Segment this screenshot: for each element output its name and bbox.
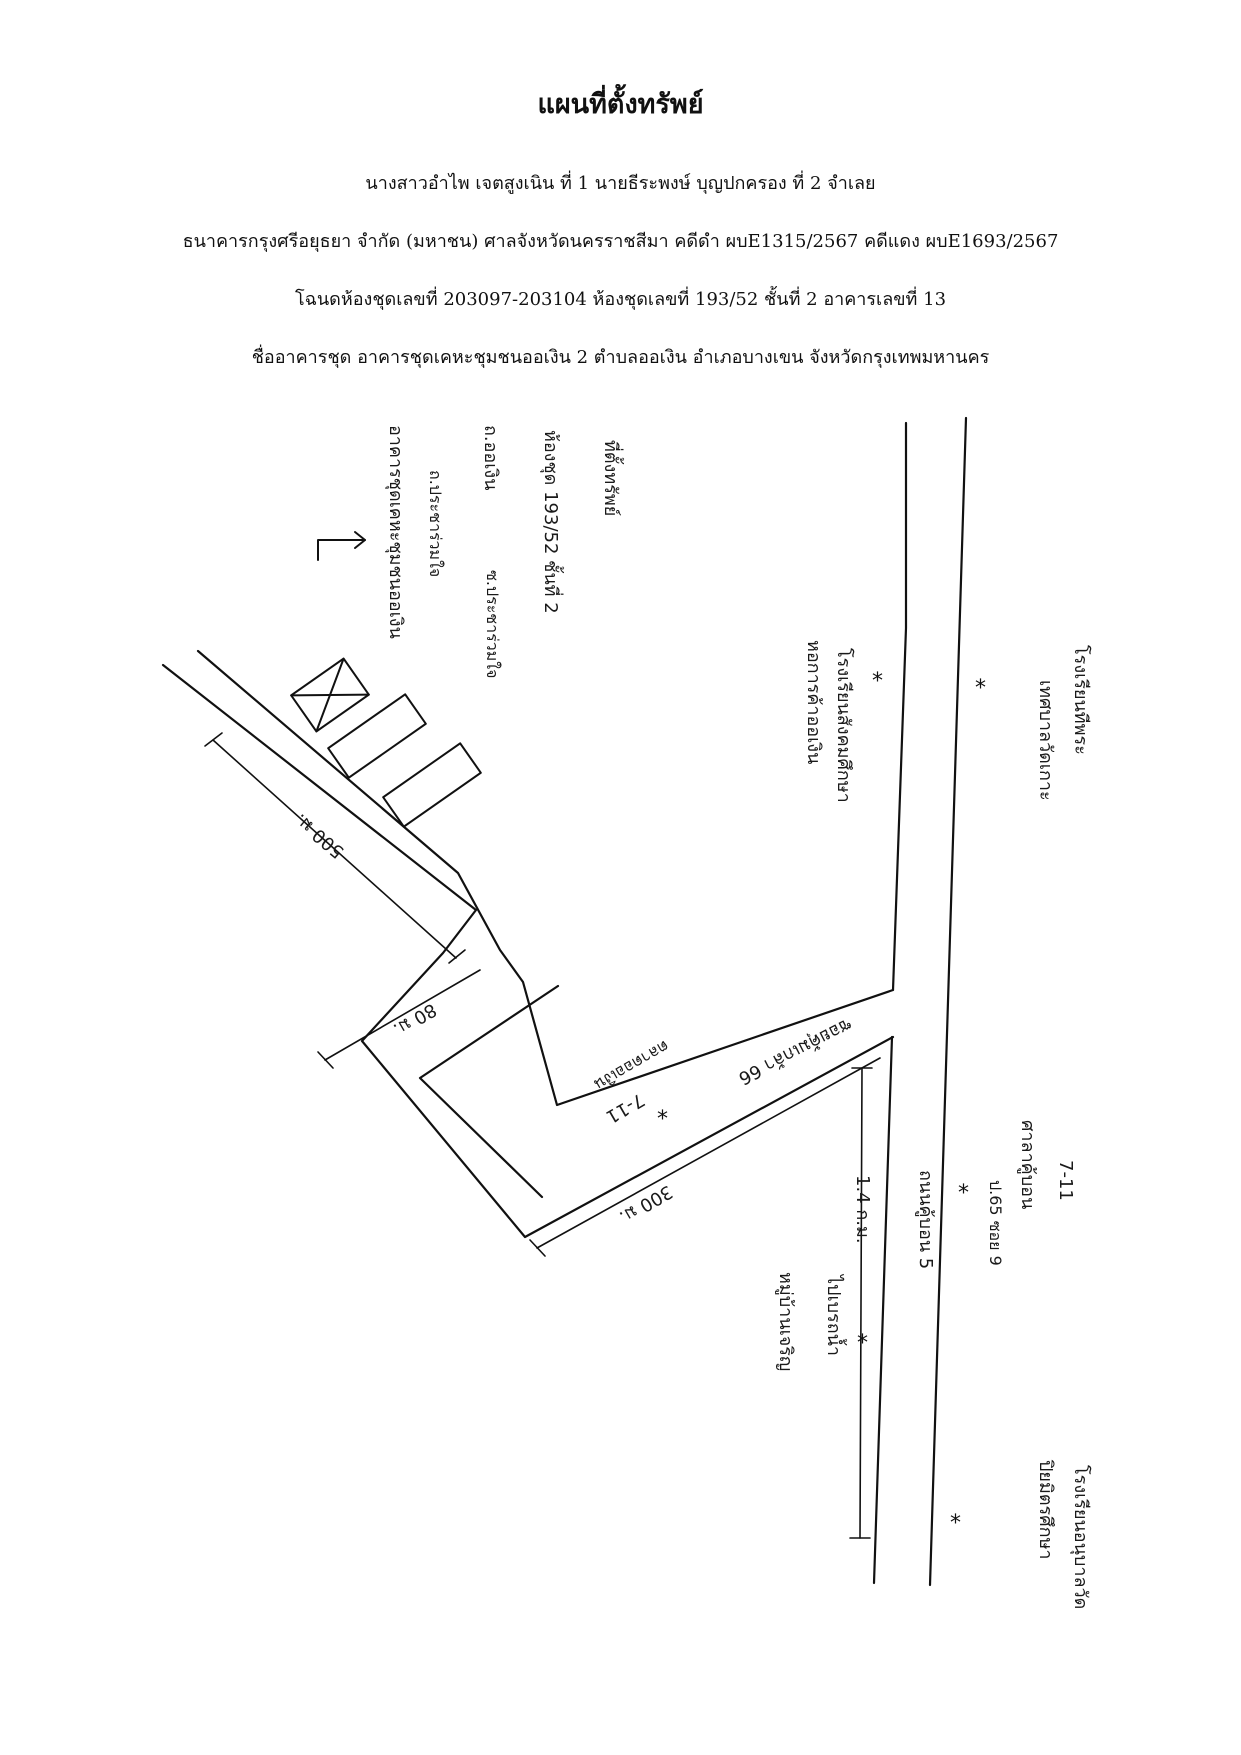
landmark-school-3-label: โรงเรียนทีพระ (1070, 645, 1092, 755)
location-sketch-map: ที่ตั้งทรัพย์ ห้องชุด 193/52 ชั้นที่ 2 ถ… (161, 416, 1092, 1609)
dimension-300m (536, 1057, 881, 1249)
main-road-left-edge-lower (872, 1035, 894, 1585)
landmark-hospital-star: * (950, 1511, 961, 1536)
defendants-line: นางสาวอำไพ เจตสูงเนิน ที่ 1 นายธีระพงษ์ … (365, 173, 876, 194)
document-header: แผนที่ตั้งทรัพย์ นางสาวอำไพ เจตสูงเนิน ท… (0, 0, 1241, 390)
soi-road-label: ซอยคุ้มเกล้า 66 (735, 1014, 855, 1089)
case-line: ธนาคารกรุงศรีอยุธยา จำกัด (มหาชน) ศาลจัง… (182, 231, 1059, 252)
landmark-711-east-label: 7-11 (1055, 1160, 1076, 1201)
landmark-church-2-label: ป.65 ซอย 9 (986, 1180, 1005, 1266)
landmark-market-1-label: ไปเบรถน้ำ (823, 1273, 847, 1356)
landmark-market-2-label: หมู่บ้านเจริญ (775, 1272, 796, 1371)
page-title: แผนที่ตั้งทรัพย์ (537, 89, 704, 120)
landmark-school-1-label: โรงเรียนสังคมศึกษา (833, 648, 855, 803)
property-arrow-head (354, 531, 366, 549)
soi-road-inner (161, 663, 895, 1239)
landmark-hospital-2-label: ปิยมิตรศึกษา (1035, 1460, 1056, 1560)
title-deed-line: โฉนดห้องชุดเลขที่ 203097-203104 ห้องชุดเ… (294, 289, 947, 310)
main-road-label: ถนนคู้บอน 5 (915, 1170, 936, 1269)
landmark-711-west-label: 7-11 (602, 1089, 648, 1128)
landmark-711-west-star: * (657, 1107, 668, 1132)
landmark-school-star: * (872, 669, 883, 694)
dimension-80m-tick (317, 1051, 334, 1069)
landmark-market-label: ตลาดออเงิน (591, 1037, 672, 1095)
landmark-school-4-label: เทศบาลวัดเกาะ (1035, 680, 1056, 801)
distance-1-4km-label: 1.4 ก.ม. (852, 1175, 873, 1244)
distance-500m-label: 500 ม. (291, 809, 349, 862)
property-arrow (317, 539, 366, 561)
dimension-500m-tick-a (204, 732, 223, 747)
landmark-school-2-label: หอการค้าออเงิน (803, 640, 824, 764)
dimension-1-4km (859, 1067, 863, 1539)
main-road-right-edge (928, 416, 968, 1587)
soi-road-bend (418, 984, 560, 1199)
main-road-left-edge (891, 421, 908, 992)
dimension-300m-tick (529, 1239, 546, 1257)
property-note-4: ซ.ประชาร่วมใจ (483, 570, 502, 678)
landmark-east-star: * (975, 676, 986, 701)
building-label-2: ถ.ประชาร่วมใจ (426, 470, 445, 577)
property-note-3: ถ.ออเงิน (480, 425, 501, 491)
dimension-500m (212, 739, 457, 959)
building-block-marked (290, 657, 370, 733)
landmark-church-1-label: ศาลาคู้บอน (1017, 1120, 1038, 1209)
property-note-1: ที่ตั้งทรัพย์ (600, 440, 624, 516)
landmark-market-star: * (857, 1331, 868, 1356)
soi-road-outer (196, 649, 895, 1107)
dimension-500m-tick-b (448, 949, 466, 964)
dimension-80m (324, 969, 481, 1061)
building-label-1: อาคารชุดเคหะชุมชนออเงิน (385, 425, 406, 639)
distance-80m-label: 80 ม. (389, 999, 440, 1040)
building-block-3 (382, 742, 482, 828)
building-block-2 (327, 693, 427, 779)
landmark-hospital-1-label: โรงเรียนอนุบาลวัด (1070, 1465, 1092, 1609)
property-note-2: ห้องชุด 193/52 ชั้นที่ 2 (540, 430, 564, 614)
building-name-line: ชื่ออาคารชุด อาคารชุดเคหะชุมชนออเงิน 2 ต… (251, 347, 990, 368)
landmark-711-east-star: * (958, 1181, 969, 1206)
